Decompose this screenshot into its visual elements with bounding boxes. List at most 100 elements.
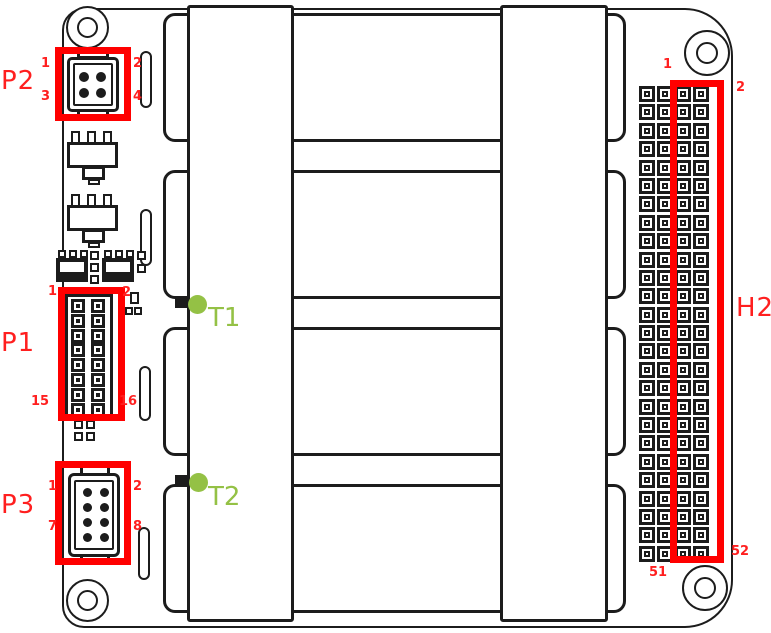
pin-socket [639,545,655,562]
connector-label-h2: H2 [736,293,771,323]
mounting-hole-top-left [66,6,109,49]
transistor-bump [88,179,100,185]
square-pin [71,299,85,313]
testpoint-t1-dot [188,295,207,314]
pin-socket [639,380,655,397]
round-pin [83,503,92,512]
pin-socket [657,141,673,158]
pin-socket [657,214,673,231]
pin-socket [675,380,691,397]
solder-pad [74,420,83,429]
smd-component-marking [60,262,84,272]
pin-socket [693,380,709,397]
pin-socket [639,251,655,268]
pin-socket [675,508,691,525]
pin-socket [657,104,673,121]
h2-pin-number-1: 1 [663,57,673,72]
pin-socket [675,417,691,434]
pin-socket [675,343,691,360]
pin-socket [675,472,691,489]
mounting-hole-top-right [684,30,730,76]
pin-socket [675,233,691,250]
square-pin [71,387,85,402]
cell-bracket-right [500,5,608,622]
pin-socket [639,472,655,489]
pin-socket [675,490,691,507]
pin-socket [639,490,655,507]
pin-socket [657,159,673,176]
pin-socket [639,159,655,176]
p1-pin-number-1: 1 [48,284,58,299]
pin-socket [693,343,709,360]
square-pin [71,343,85,358]
pin-socket [657,472,673,489]
solder-pad [86,420,95,429]
pin-socket [657,361,673,378]
connector-label-p1: P1 [1,328,36,358]
pin-socket [639,343,655,360]
pin-socket [693,398,709,415]
p2-connector-inner [73,63,113,106]
pin-socket [693,141,709,158]
pin-socket [639,141,655,158]
transistor-body [67,205,118,231]
pin-socket [675,288,691,305]
p1-pin-number-2: 2 [122,285,132,300]
p3-pin-number-7: 7 [48,519,58,534]
h2-pin-number-51: 51 [649,565,668,580]
p3-pin-grid [83,488,109,542]
pin-socket [675,398,691,415]
transistor-tab [82,229,105,243]
pin-socket [639,435,655,452]
pin-socket [675,306,691,323]
pin-socket [657,86,673,102]
solder-pad [137,264,146,273]
square-pin [71,402,85,417]
edge-slot [139,366,151,421]
h2-pin-number-52: 52 [731,544,750,559]
square-pin [71,328,85,343]
solder-pad [104,250,112,258]
transistor-bump [88,242,100,248]
solder-pad [115,250,123,258]
pin-socket [693,361,709,378]
pin-socket [675,453,691,470]
pin-socket [657,490,673,507]
p3-pin-number-2: 2 [133,479,143,494]
pin-socket [675,86,691,102]
pin-socket [639,417,655,434]
square-pin [71,313,85,328]
pin-socket [693,490,709,507]
solder-pad [137,251,146,260]
pin-socket [657,325,673,342]
pin-socket [639,122,655,139]
testpoint-tab [175,475,187,486]
pin-socket [693,122,709,139]
transistor-body [67,142,118,168]
p2-connector-body [67,57,119,112]
pin-socket [693,417,709,434]
p2-pin-grid [79,72,106,98]
h2-highlight-frame [670,80,724,563]
pin-socket [675,177,691,194]
square-pin [91,313,105,328]
pin-socket [639,196,655,213]
square-pin [71,372,85,387]
solder-pad [74,432,83,441]
round-pin [96,72,106,82]
solder-pad [126,250,134,258]
testpoint-tab [175,297,187,308]
pin-socket [693,196,709,213]
pin-socket [657,508,673,525]
solder-pad [90,263,99,272]
round-pin [79,72,89,82]
square-pin [91,372,105,387]
round-pin [100,488,109,497]
pin-socket [639,177,655,194]
pin-socket [693,233,709,250]
pin-socket [639,508,655,525]
pin-socket [639,527,655,544]
pin-socket [639,288,655,305]
round-pin [83,518,92,527]
